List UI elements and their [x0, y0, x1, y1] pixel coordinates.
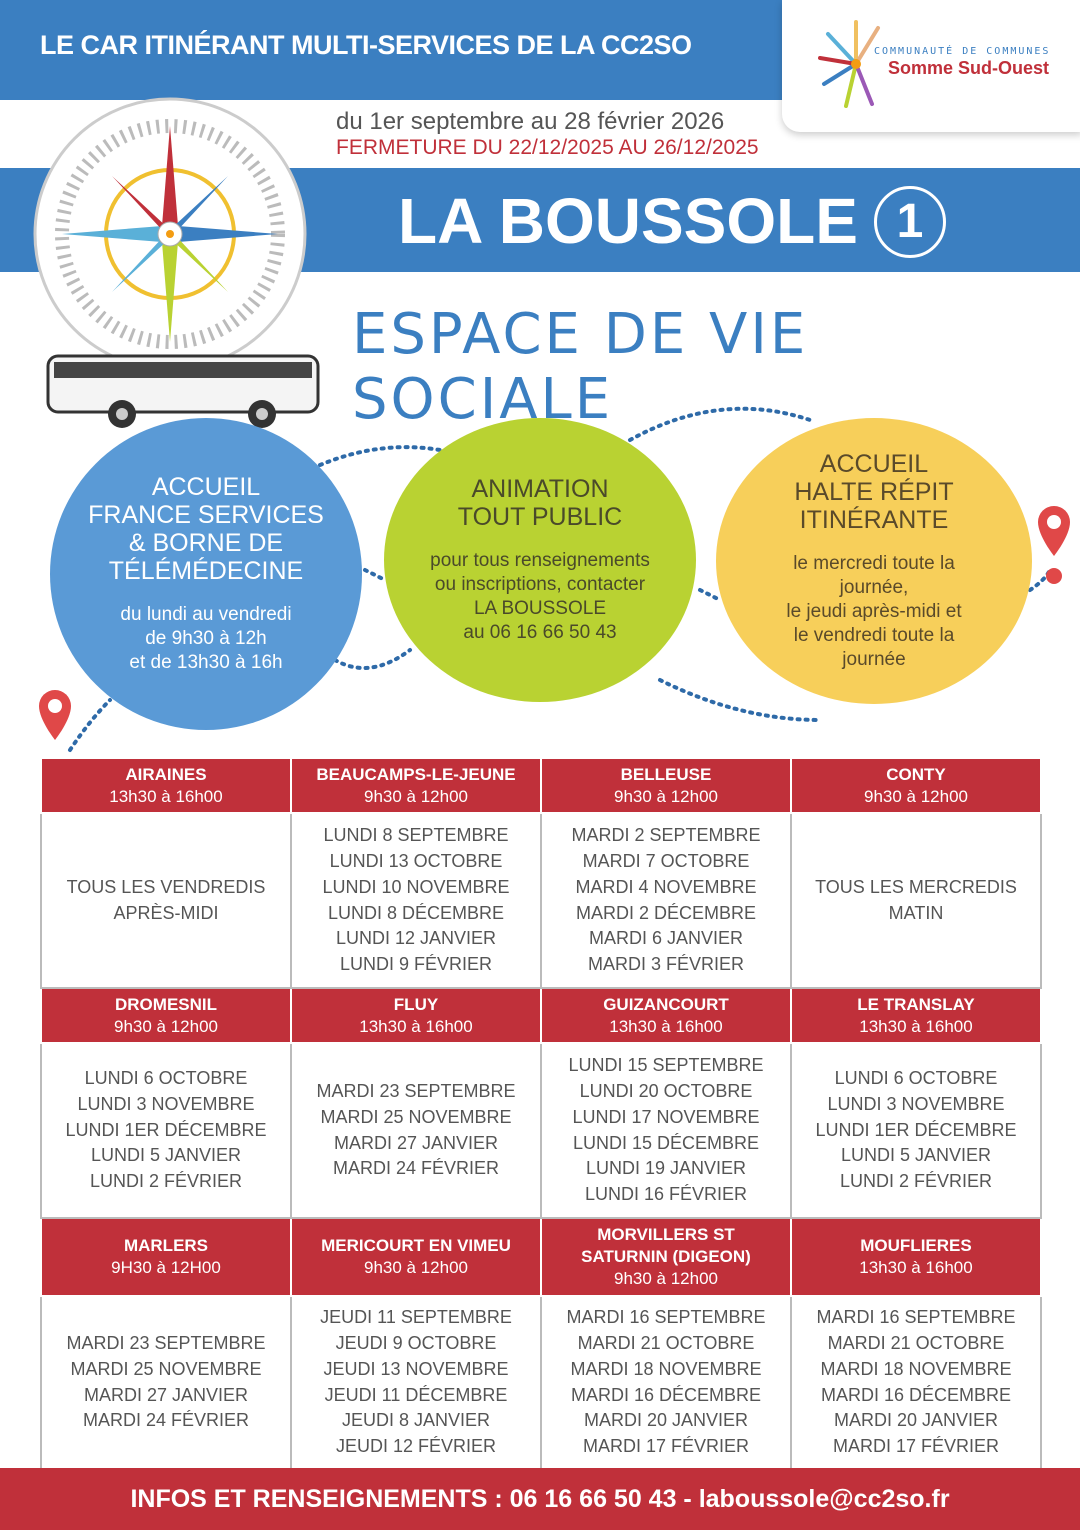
town-hours: 13h30 à 16h00 — [109, 786, 223, 806]
town-dates: TOUS LES VENDREDIS APRÈS-MIDI — [40, 812, 292, 989]
location-pin-icon — [39, 690, 71, 740]
town-header: MARLERS 9H30 à 12H00 — [40, 1217, 292, 1297]
bus-illustration-icon — [46, 354, 320, 428]
town-name: BELLEUSE — [620, 764, 712, 784]
town-dates: LUNDI 15 SEPTEMBRE LUNDI 20 OCTOBRE LUND… — [540, 1042, 792, 1219]
town-hours: 9h30 à 12h00 — [114, 1016, 218, 1036]
main-title: LA BOUSSOLE — [398, 185, 858, 257]
dotted-route-line — [68, 406, 1052, 752]
town-hours: 9H30 à 12H00 — [111, 1258, 221, 1277]
service-france-services: ACCUEIL FRANCE SERVICES & BORNE DE TÉLÉM… — [50, 418, 362, 730]
town-name: MARLERS — [123, 1236, 209, 1255]
town-name: CONTY — [886, 764, 946, 784]
town-dates: TOUS LES MERCREDIS MATIN — [790, 812, 1042, 989]
town-hours: 13h30 à 16h00 — [359, 1016, 473, 1036]
town-dates: MARDI 23 SEPTEMBRE MARDI 25 NOVEMBRE MAR… — [40, 1295, 292, 1470]
town-dates: MARDI 23 SEPTEMBRE MARDI 25 NOVEMBRE MAR… — [290, 1042, 542, 1219]
town-hours: 9h30 à 12h00 — [364, 786, 468, 806]
town-name: LE TRANSLAY — [857, 994, 975, 1014]
service-body: le mercredi toute la journée, le jeudi a… — [786, 553, 962, 670]
service-body: du lundi au vendredi de 9h30 à 12h et de… — [120, 604, 292, 673]
service-body: pour tous renseignements ou inscriptions… — [430, 550, 650, 643]
town-hours: 13h30 à 16h00 — [859, 1016, 973, 1036]
service-heading: ACCUEIL FRANCE SERVICES & BORNE DE TÉLÉM… — [88, 473, 324, 585]
town-dates: LUNDI 6 OCTOBRE LUNDI 3 NOVEMBRE LUNDI 1… — [790, 1042, 1042, 1219]
town-header: MERICOURT EN VIMEU 9h30 à 12h00 — [290, 1217, 542, 1297]
schedule-dates-row: LUNDI 6 OCTOBRE LUNDI 3 NOVEMBRE LUNDI 1… — [40, 1042, 1042, 1219]
town-name: FLUY — [393, 994, 439, 1014]
schedule-dates-row: MARDI 23 SEPTEMBRE MARDI 25 NOVEMBRE MAR… — [40, 1295, 1042, 1470]
footer-contact: INFOS ET RENSEIGNEMENTS : 06 16 66 50 43… — [0, 1468, 1080, 1530]
town-header: MOUFLIERES 13h30 à 16h00 — [790, 1217, 1042, 1297]
town-name: DROMESNIL — [115, 994, 217, 1014]
town-name: MORVILLERS ST SATURNIN (DIGEON) — [581, 1225, 751, 1266]
schedule-header-row: MARLERS 9H30 à 12H00 MERICOURT EN VIMEU 9h3… — [40, 1217, 1042, 1297]
town-name: GUIZANCOURT — [603, 994, 729, 1014]
compass-icon — [33, 97, 307, 371]
banner-title: LE CAR ITINÉRANT MULTI-SERVICES DE LA CC… — [40, 30, 692, 60]
town-dates: LUNDI 8 SEPTEMBRE LUNDI 13 OCTOBRE LUNDI… — [290, 812, 542, 989]
town-name: MERICOURT EN VIMEU — [321, 1236, 511, 1255]
logo-line1: COMMUNAUTÉ DE COMMUNES — [874, 46, 1051, 57]
town-hours: 13h30 à 16h00 — [859, 1258, 973, 1277]
town-dates: JEUDI 11 SEPTEMBRE JEUDI 9 OCTOBRE JEUDI… — [290, 1295, 542, 1470]
subtitle: ESPACE DE VIE SOCIALE — [352, 302, 809, 432]
cc2so-logo: COMMUNAUTÉ DE COMMUNES Somme Sud-Ouest — [782, 0, 1080, 132]
town-dates: LUNDI 6 OCTOBRE LUNDI 3 NOVEMBRE LUNDI 1… — [40, 1042, 292, 1219]
town-name: BEAUCAMPS-LE-JEUNE — [316, 764, 516, 784]
town-name: MOUFLIERES — [860, 1236, 972, 1255]
town-hours: 9h30 à 12h00 — [364, 1258, 468, 1277]
logo-line2: Somme Sud-Ouest — [888, 58, 1050, 78]
town-dates: MARDI 2 SEPTEMBRE MARDI 7 OCTOBRE MARDI … — [540, 812, 792, 989]
town-hours: 9h30 à 12h00 — [864, 786, 968, 806]
town-name: AIRAINES — [125, 764, 207, 784]
service-heading: ANIMATION TOUT PUBLIC — [457, 475, 623, 531]
service-halte-repit: ACCUEIL HALTE RÉPIT ITINÉRANTE le mercre… — [716, 418, 1032, 704]
town-dates: MARDI 16 SEPTEMBRE MARDI 21 OCTOBRE MARD… — [540, 1295, 792, 1470]
town-header: MORVILLERS ST SATURNIN (DIGEON) 9h30 à 12… — [540, 1217, 792, 1297]
sunburst-logo-icon — [818, 20, 880, 108]
town-hours: 13h30 à 16h00 — [609, 1016, 723, 1036]
period-dates: du 1er septembre au 28 février 2026 — [336, 108, 725, 135]
town-hours: 9h30 à 12h00 — [614, 786, 718, 806]
service-heading: ACCUEIL HALTE RÉPIT ITINÉRANTE — [794, 450, 954, 534]
town-hours: 9h30 à 12h00 — [614, 1269, 718, 1288]
location-pin-icon — [1038, 506, 1070, 584]
service-animation: ANIMATION TOUT PUBLIC pour tous renseign… — [384, 418, 696, 702]
closure-notice: FERMETURE DU 22/12/2025 AU 26/12/2025 — [336, 136, 759, 159]
title-number-badge: 1 — [874, 186, 946, 258]
town-dates: MARDI 16 SEPTEMBRE MARDI 21 OCTOBRE MARD… — [790, 1295, 1042, 1470]
